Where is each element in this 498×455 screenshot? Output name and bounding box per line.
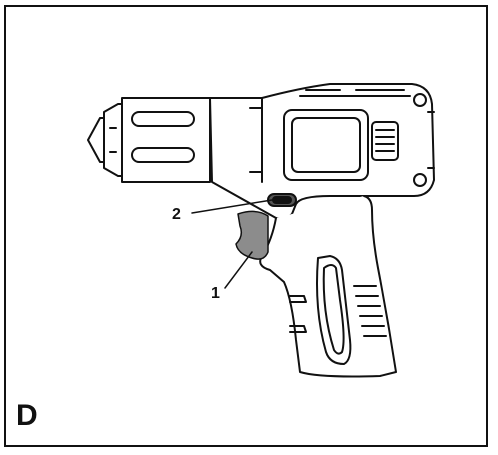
panel-label: D (16, 399, 38, 432)
callout-label-2: 2 (172, 206, 181, 223)
trigger (235, 210, 269, 260)
handle (259, 195, 397, 378)
leader-line-2 (191, 199, 273, 214)
callout-label-1: 1 (211, 285, 220, 302)
chuck (87, 97, 211, 183)
motor-housing (209, 83, 435, 220)
direction-switch (267, 193, 297, 207)
leader-line-1 (224, 251, 253, 289)
